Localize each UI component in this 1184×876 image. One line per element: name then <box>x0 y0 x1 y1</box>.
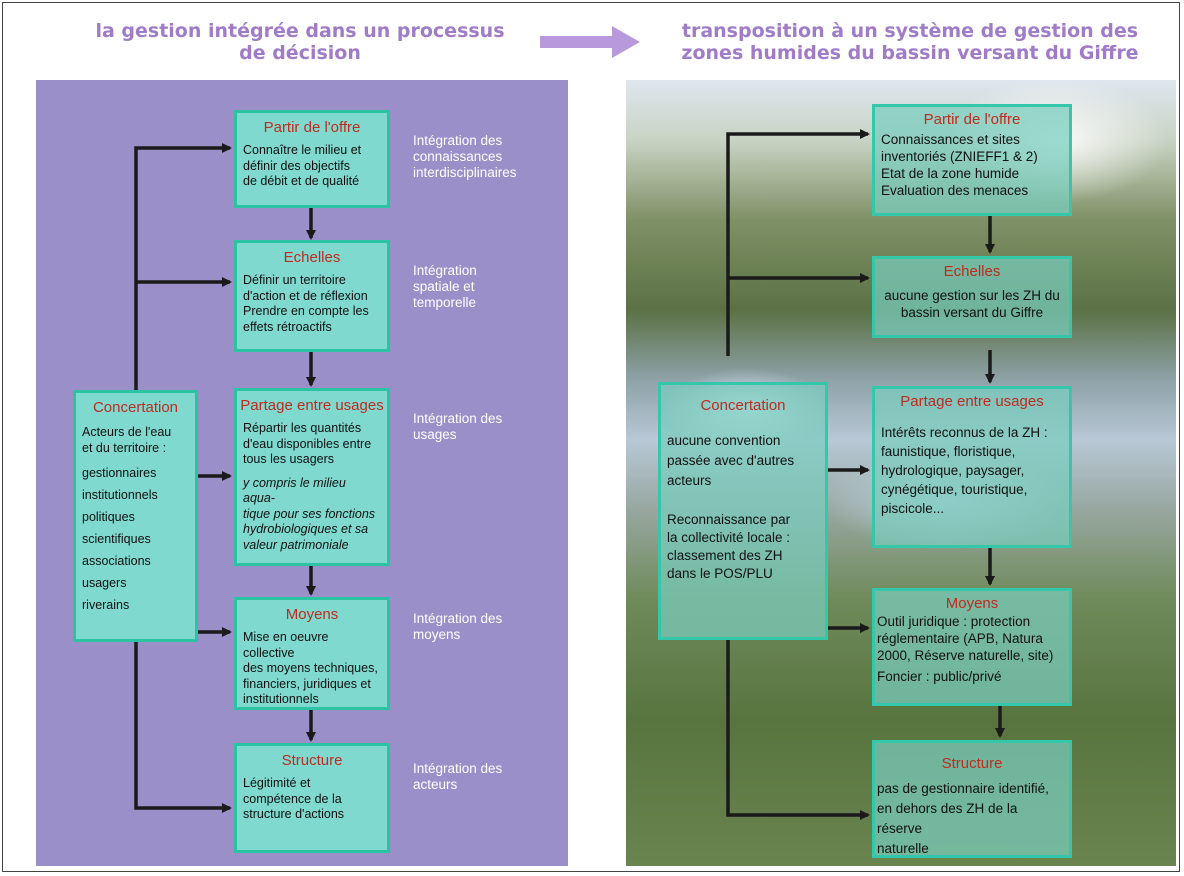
right-title: transposition à un système de gestion de… <box>681 20 1139 64</box>
box-italic-text: y compris le milieu aqua-tique pour ses … <box>243 475 376 552</box>
box-title: Concertation <box>92 399 179 416</box>
actor-item: usagers <box>82 576 127 590</box>
actor-item: politiques <box>82 510 135 524</box>
box-title: Partage entre usages <box>900 393 1044 410</box>
actor-item: institutionnels <box>82 488 158 502</box>
box-title: Partir de l'offre <box>263 119 361 136</box>
box-text: pas de gestionnaire identifié,en dehors … <box>877 781 1049 856</box>
right-box-structure: Structure pas de gestionnaire identifié,… <box>872 740 1072 858</box>
box-title: Structure <box>281 752 343 769</box>
right-box-offre: Partir de l'offre Connaissances et sites… <box>872 104 1072 216</box>
box-title: Echelles <box>943 263 1001 280</box>
box-title: Moyens <box>285 606 339 623</box>
left-box-offre: Partir de l'offre Connaître le milieu et… <box>234 110 390 208</box>
box-text: Intérêts reconnus de la ZH :faunistique,… <box>881 425 1048 516</box>
left-box-partage: Partage entre usages Répartir les quanti… <box>234 388 390 566</box>
actor-item: gestionnaires <box>82 466 157 480</box>
box-title: Echelles <box>283 249 341 266</box>
actor-item: associations <box>82 554 151 568</box>
box-title: Concertation <box>700 397 786 414</box>
actor-item: scientifiques <box>82 532 151 546</box>
right-box-partage: Partage entre usages Intérêts reconnus d… <box>872 386 1072 548</box>
box-title: Moyens <box>945 595 999 612</box>
actor-item: riverains <box>82 598 130 612</box>
actor-list: gestionnaires institutionnels politiques… <box>76 462 195 616</box>
box-title: Structure <box>941 755 1003 772</box>
box-title: Partage entre usages <box>240 397 384 414</box>
box-title: Partir de l'offre <box>923 111 1021 128</box>
